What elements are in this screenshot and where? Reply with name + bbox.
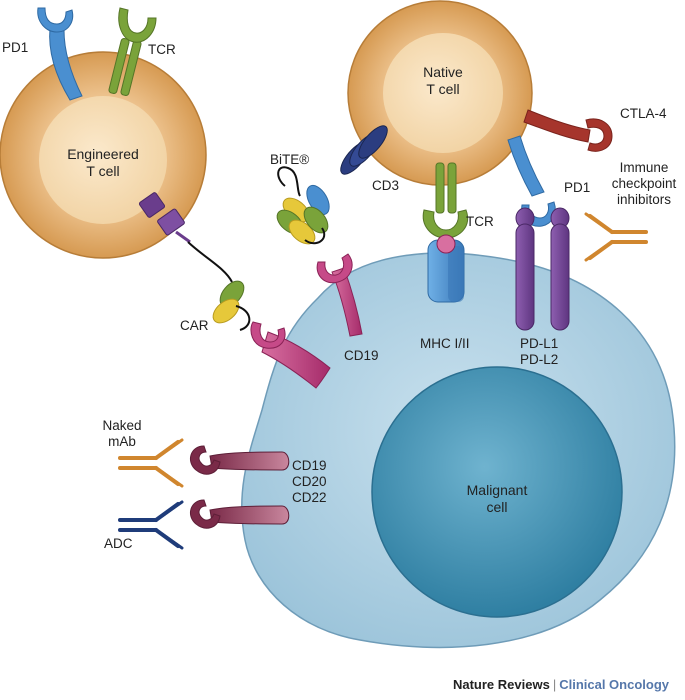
immune-line2: checkpoint [611,176,677,191]
pdl2-text: PD-L2 [520,352,559,367]
car-receptor [138,192,251,331]
cd22-text: CD22 [292,490,327,505]
engineered-line2: T cell [86,163,120,179]
malignant-cell-nucleus [371,366,623,618]
label-native-t-cell: Native T cell [403,64,483,98]
adc-antibody [118,500,184,550]
tcr-engineered [108,7,157,96]
engineered-line1: Engineered [67,146,139,162]
journal-name: Nature Reviews [452,677,550,692]
engineered-t-cell-nucleus [39,96,167,224]
label-bite: BiTE® [270,152,310,167]
cd20-text: CD20 [292,474,327,489]
journal-section: Clinical Oncology [559,677,669,692]
label-ctla4: CTLA-4 [620,106,667,121]
label-cd3: CD3 [372,178,400,193]
checkpoint-inhibitor-antibody [584,212,648,262]
credit-separator: | [552,677,557,692]
naked-line2: mAb [108,434,136,449]
label-car: CAR [180,318,209,333]
native-line2: T cell [426,81,460,97]
cd19-bite-target [316,253,363,337]
b-cell-antigen-lower [189,499,290,529]
immune-line3: inhibitors [616,192,672,207]
label-malignant-cell: Malignant cell [437,482,557,516]
label-pd-l1-l2: PD-L1 PD-L2 [520,336,558,368]
tcr-native [422,162,468,239]
pd-l1-ligand [515,207,535,331]
journal-credit: Nature Reviews|Clinical Oncology [453,677,669,692]
cd3-complex [340,125,388,175]
label-b-cell-antigens: CD19 CD20 CD22 [292,458,327,506]
pd1-receptor-engineered [37,7,83,101]
ctla4-receptor [523,109,613,152]
native-line1: Native [423,64,463,80]
label-tcr-top: TCR [148,42,176,57]
label-adc: ADC [104,536,133,551]
cd19-low-text: CD19 [292,458,327,473]
label-immune-checkpoint-inhibitors: Immune checkpoint inhibitors [604,160,684,208]
pdl1-text: PD-L1 [520,336,559,351]
immune-line1: Immune [619,160,669,175]
label-engineered-t-cell: Engineered T cell [53,146,153,180]
mhc-molecule [427,234,465,303]
label-cd19-bite: CD19 [344,348,379,363]
b-cell-antigen-upper [189,445,290,475]
label-mhc: MHC I/II [420,336,470,351]
cd19-car-target [250,321,331,389]
malignant-line2: cell [486,499,508,515]
label-naked-mab: Naked mAb [98,418,146,450]
pd-l2-ligand [550,207,570,331]
bite-molecule [276,166,330,245]
malignant-line1: Malignant [466,482,528,498]
naked-line1: Naked [102,418,142,433]
label-pd1-top: PD1 [2,40,29,55]
label-tcr-native: TCR [466,214,494,229]
naked-mab-antibody [118,438,184,488]
label-pd1-native: PD1 [564,180,591,195]
native-t-cell-nucleus [383,33,503,153]
